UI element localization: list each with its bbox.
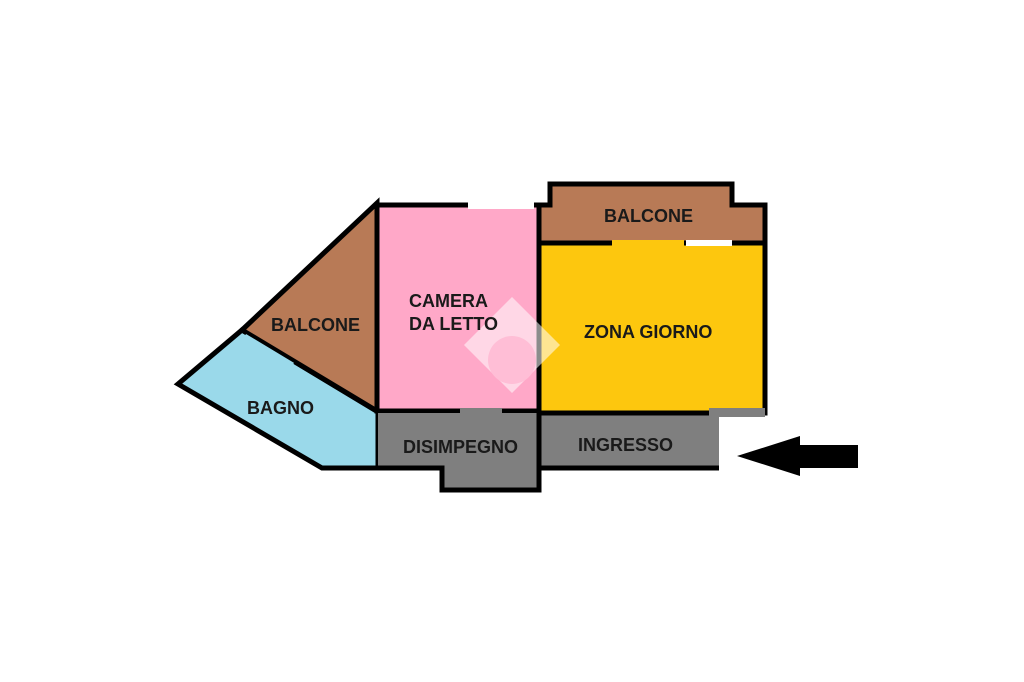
window-zona-giorno-top	[686, 240, 732, 246]
room-zona-giorno	[536, 240, 768, 416]
label-disimpegno: DISIMPEGNO	[403, 437, 518, 457]
door-camera	[460, 408, 502, 417]
label-balcone-top: BALCONE	[604, 206, 693, 226]
label-bagno: BAGNO	[247, 398, 314, 418]
label-zona-giorno: ZONA GIORNO	[584, 322, 712, 342]
door-zona-giorno	[709, 408, 765, 417]
window-camera-top	[468, 202, 534, 209]
house-watermark-icon	[464, 297, 560, 393]
label-camera-line2: DA LETTO	[409, 314, 498, 334]
label-ingresso: INGRESSO	[578, 435, 673, 455]
door-balcone-zona-giorno	[612, 240, 684, 246]
corridor-wall-bottom	[378, 465, 719, 493]
arrow-left-icon	[737, 436, 858, 476]
room-balcone-top	[536, 181, 768, 246]
room-disimpegno-ingresso	[378, 413, 719, 490]
label-balcone-left: BALCONE	[271, 315, 360, 335]
label-camera-line1: CAMERA	[409, 291, 488, 311]
door-bagno-balcone	[242, 334, 295, 368]
